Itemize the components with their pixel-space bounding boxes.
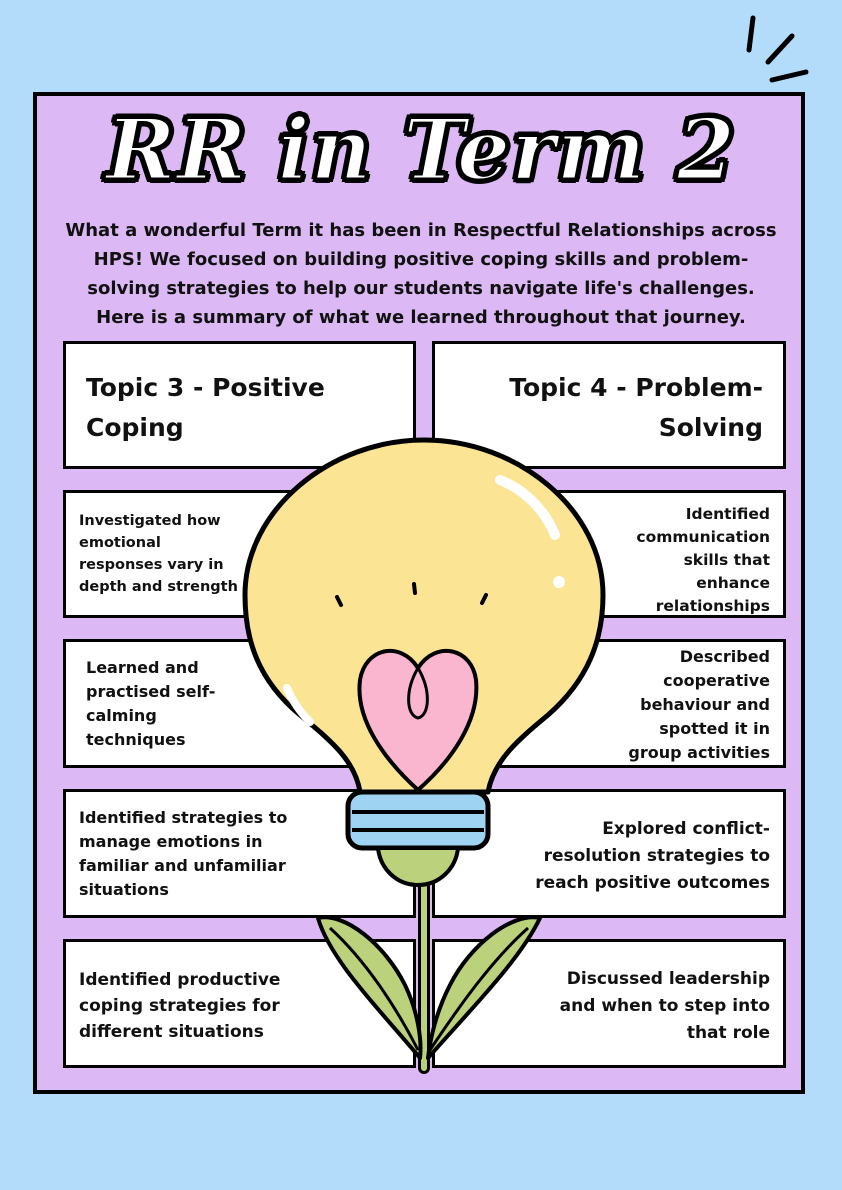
topic-4-title-line1: Topic 4 - Problem-: [509, 373, 763, 402]
topic-4-item-4-text: Discussed leadership and when to step in…: [559, 969, 770, 1043]
topic-3-header: Topic 3 - Positive Coping: [63, 341, 416, 469]
topic-3-item-2-text: Learned and practised self-calming techn…: [86, 658, 216, 749]
topic-3-item-4-text: Identified productive coping strategies …: [79, 970, 281, 1042]
topic-3-title-line2: Coping: [86, 413, 184, 442]
topic-3-title-line1: Topic 3 - Positive: [86, 373, 325, 402]
topic-3-item-1-text: Investigated how emotional responses var…: [79, 513, 238, 595]
intro-paragraph: What a wonderful Term it has been in Res…: [65, 220, 777, 328]
lightbulb-heart-illustration: [242, 437, 606, 1074]
burst-lines-icon: [746, 15, 809, 83]
topic-4-item-3-text: Explored conflict-resolution strategies …: [535, 819, 770, 893]
page-title: RR in Term 2: [104, 100, 737, 199]
topic-3-item-3-text: Identified strategies to manage emotions…: [79, 808, 288, 899]
topic-4-item-2-text: Described cooperative behaviour and spot…: [628, 647, 770, 762]
topic-4-header: Topic 4 - Problem- Solving: [432, 341, 786, 469]
topic-4-item-3: Explored conflict-resolution strategies …: [432, 789, 786, 918]
topic-4-title-line2: Solving: [658, 413, 763, 442]
topic-4-item-1-text: Identified communication skills that enh…: [636, 505, 770, 615]
